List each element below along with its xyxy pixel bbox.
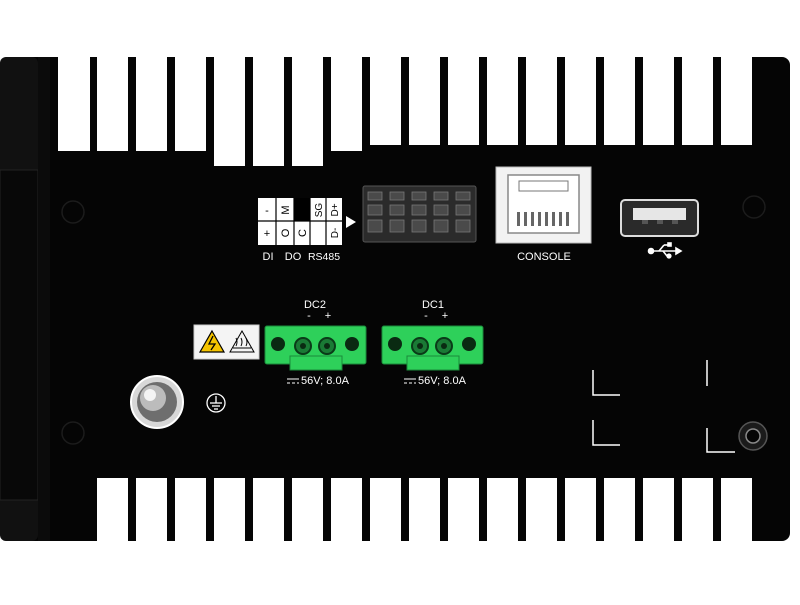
pin-label-bottom-4: D- [330, 228, 341, 239]
dc1-label: DC1 [421, 299, 445, 311]
warning-labels [193, 324, 260, 360]
dc2-label: DC2 [303, 299, 327, 311]
dc2-rating: 56V; 8.0A [301, 375, 349, 387]
pin-label-top-4: D+ [330, 203, 341, 216]
rs485-label: RS485 [307, 251, 341, 263]
do-label: DO [284, 251, 302, 263]
pin-label-top-2: M [280, 205, 292, 214]
protective-earth-icon [206, 393, 226, 413]
dc1-plus-label: + [441, 310, 449, 322]
pin-label-bottom-3: C [297, 229, 309, 237]
mounting-holes [61, 195, 766, 445]
top-cooling-fins [58, 57, 752, 166]
io-terminal-block[interactable] [362, 185, 477, 243]
di-label: DI [262, 251, 274, 263]
grounding-screw[interactable] [130, 375, 184, 429]
pin-label-top-3: SG [314, 203, 325, 218]
usb-icon [647, 242, 683, 259]
console-port[interactable] [495, 166, 592, 244]
corner-marks [592, 360, 735, 453]
pin-label-top-1: - [265, 205, 269, 217]
pin-label-bottom-1: + [264, 228, 270, 240]
dc1-rating: 56V; 8.0A [418, 375, 466, 387]
usb-port[interactable] [620, 199, 699, 237]
dc1-minus-label: - [424, 310, 428, 322]
dc-icon [287, 378, 299, 384]
pin-label-bottom-2: O [280, 228, 292, 237]
dc2-plus-label: + [324, 310, 332, 322]
round-jack[interactable] [738, 421, 768, 451]
dc1-terminal[interactable] [381, 325, 484, 371]
bottom-cooling-fins [97, 478, 752, 541]
hot-surface-icon [229, 329, 255, 353]
dc2-minus-label: - [307, 310, 311, 322]
high-voltage-warning-icon [198, 329, 226, 353]
console-label: CONSOLE [517, 251, 571, 263]
dc-icon [404, 378, 416, 384]
arrow-right-icon [346, 216, 356, 228]
dc2-terminal[interactable] [264, 325, 367, 371]
io-terminal-diagram: - M SG D+ + O C D- [258, 198, 356, 245]
